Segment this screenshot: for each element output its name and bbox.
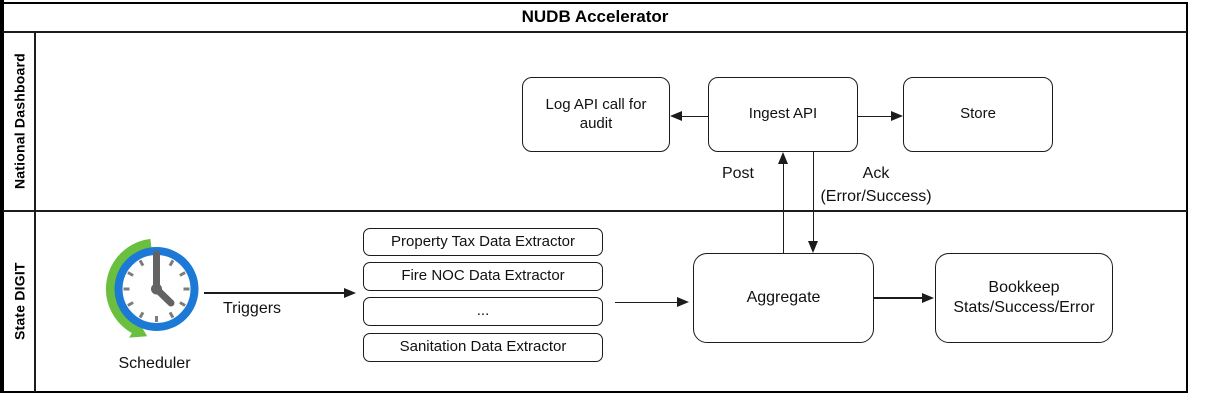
node-sanitation-extractor: Sanitation Data Extractor xyxy=(363,333,603,362)
edge-label-post: Post xyxy=(721,165,754,182)
edge-post xyxy=(782,162,784,253)
node-bookkeep-line2: Stats/Success/Error xyxy=(953,299,1095,316)
edge-label-triggers: Triggers xyxy=(222,300,282,317)
node-property-tax-extractor: Property Tax Data Extractor xyxy=(363,228,603,256)
pool-title: NUDB Accelerator xyxy=(521,7,669,26)
node-bookkeep-line1: Bookkeep xyxy=(988,279,1060,296)
arrowhead-ingest-to-log-icon xyxy=(670,111,682,122)
node-bookkeep: Bookkeep Stats/Success/Error xyxy=(935,253,1113,343)
node-log-api-line1: Log API call for xyxy=(545,95,647,113)
node-more-extractors-label: ... xyxy=(476,302,490,320)
node-log-api-line2: audit xyxy=(579,114,613,132)
lane-divider xyxy=(3,210,1187,212)
window-left-edge xyxy=(0,0,4,393)
title-row-divider xyxy=(3,31,1187,33)
edge-triggers xyxy=(204,292,346,294)
edge-label-ack-detail: (Error/Success) xyxy=(820,188,932,205)
edge-aggregate-to-bookkeep xyxy=(874,297,923,299)
node-sanitation-extractor-label: Sanitation Data Extractor xyxy=(399,338,567,356)
scheduler-caption: Scheduler xyxy=(118,355,191,372)
edge-ingest-to-log xyxy=(681,115,708,117)
arrowhead-ingest-to-store-icon xyxy=(891,111,903,122)
arrowhead-triggers-icon xyxy=(344,287,356,298)
arrowhead-aggregate-to-bookkeep-icon xyxy=(922,292,934,303)
scheduler-clock-icon xyxy=(105,238,199,338)
arrowhead-extractors-to-aggregate-icon xyxy=(677,297,689,308)
edge-ingest-to-store xyxy=(858,115,892,117)
node-fire-noc-extractor: Fire NOC Data Extractor xyxy=(363,262,603,291)
node-store: Store xyxy=(903,77,1053,152)
node-fire-noc-extractor-label: Fire NOC Data Extractor xyxy=(401,267,565,285)
node-property-tax-extractor-label: Property Tax Data Extractor xyxy=(391,232,575,250)
node-ingest-api-label: Ingest API xyxy=(748,105,818,123)
node-aggregate: Aggregate xyxy=(693,253,874,343)
edge-ack xyxy=(812,152,814,241)
node-ingest-api: Ingest API xyxy=(708,77,858,152)
node-aggregate-label: Aggregate xyxy=(746,289,821,306)
arrowhead-ack-down-icon xyxy=(808,241,819,253)
lane-label-national-dashboard: National Dashboard xyxy=(11,53,28,189)
node-log-api-call: Log API call for audit xyxy=(522,77,670,152)
node-more-extractors: ... xyxy=(363,297,603,326)
arrowhead-post-up-icon xyxy=(778,152,789,164)
lane-label-state-digit: State DIGIT xyxy=(11,262,28,341)
edge-label-ack: Ack xyxy=(862,165,890,182)
node-store-label: Store xyxy=(960,105,996,123)
lane-label-column-divider xyxy=(34,32,36,392)
edge-extractors-to-aggregate xyxy=(615,301,679,303)
